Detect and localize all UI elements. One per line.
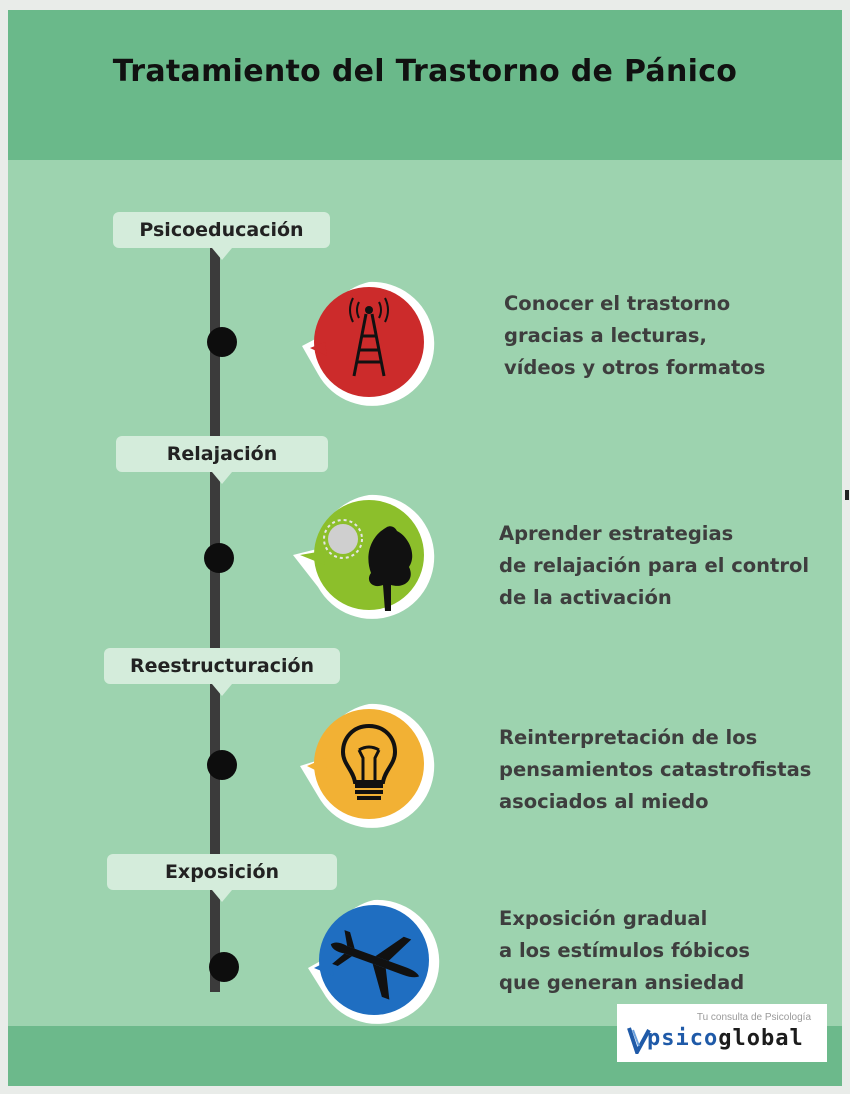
description-line: Aprender estrategias [499, 522, 734, 545]
timeline-dot [209, 952, 239, 982]
description-line: asociados al miedo [499, 790, 709, 813]
timeline-line [210, 240, 220, 992]
description-line: que generan ansiedad [499, 971, 745, 994]
step-label-exposicion: Exposición [107, 854, 337, 902]
header-band: Tratamiento del Trastorno de Pánico [8, 10, 842, 160]
step-description-1: Conocer el trastorno gracias a lecturas,… [504, 288, 765, 384]
description-line: de relajación para el control [499, 554, 810, 577]
description-line: de la activación [499, 586, 672, 609]
timeline-dot [207, 327, 237, 357]
description-line: Reinterpretación de los [499, 726, 758, 749]
lightbulb-icon [300, 702, 435, 830]
logo-tagline: Tu consulta de Psicología [696, 1012, 811, 1023]
step-label-relajacion: Relajación [116, 436, 328, 484]
radio-tower-icon [302, 280, 435, 408]
step-description-2: Aprender estrategias de relajación para … [499, 518, 809, 614]
airplane-icon [308, 898, 440, 1026]
timeline-dot [204, 543, 234, 573]
step-description-3: Reinterpretación de los pensamientos cat… [499, 722, 811, 818]
description-line: pensamientos catastrofistas [499, 758, 812, 781]
description-line: a los estímulos fóbicos [499, 939, 751, 962]
logo-word-b: global [718, 1026, 804, 1051]
step-description-4: Exposición gradual a los estímulos fóbic… [499, 903, 750, 999]
step-label-psicoeducacion: Psicoeducación [113, 212, 330, 260]
page-title: Tratamiento del Trastorno de Pánico [112, 54, 738, 89]
logo-mark-icon [627, 1027, 651, 1054]
description-line: Conocer el trastorno [504, 292, 731, 315]
edge-marker [845, 490, 849, 500]
timeline-dot [207, 750, 237, 780]
psicoglobal-logo[interactable]: Tu consulta de Psicología psicoglobal [617, 1004, 827, 1062]
logo-word-a: psico [647, 1026, 719, 1051]
sun-tree-icon [293, 493, 435, 621]
description-line: gracias a lecturas, [504, 324, 707, 347]
description-line: Exposición gradual [499, 907, 708, 930]
step-label-reestructuracion: Reestructuración [104, 648, 340, 696]
logo-wordmark: psicoglobal [647, 1026, 804, 1051]
description-line: vídeos y otros formatos [504, 356, 766, 379]
